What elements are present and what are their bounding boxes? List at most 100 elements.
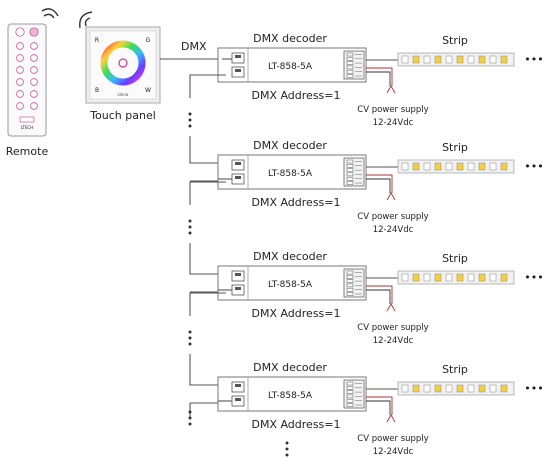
dmx-chain-line	[189, 243, 226, 275]
decoder-address: DMX Address=1	[251, 418, 340, 431]
led-chip	[467, 384, 475, 393]
led-chip	[434, 273, 442, 282]
terminal-screw	[346, 52, 354, 57]
power-wire-end	[386, 192, 396, 201]
rj45-pin-icon	[235, 398, 241, 401]
touch-panel: R G B W LTECH Touch panel	[79, 11, 161, 122]
led-chip	[434, 55, 442, 64]
remote-button	[16, 42, 24, 50]
led-chip	[456, 273, 464, 282]
led-chip	[412, 384, 420, 393]
continuation-dot	[188, 422, 192, 426]
touch-panel-corner-b: B	[95, 87, 99, 94]
touch-panel-corner-g: G	[146, 37, 151, 44]
terminal-screw	[346, 398, 354, 403]
power-supply-voltage: 12-24Vdc	[373, 447, 414, 457]
led-chip	[500, 55, 508, 64]
terminal-screw	[346, 74, 354, 78]
power-wire	[366, 396, 393, 415]
led-chip	[478, 162, 486, 171]
strip-continuation: •••	[524, 382, 543, 395]
dmx-chain-line	[189, 292, 226, 316]
decoder-title: DMX decoder	[253, 250, 327, 263]
power-icon	[118, 58, 128, 68]
wireless-signal-icon	[79, 11, 93, 29]
decoder-model: LT-858-5A	[268, 169, 313, 179]
terminal-screw	[346, 164, 354, 168]
power-supply-voltage: 12-24Vdc	[373, 225, 414, 235]
led-chip	[434, 384, 442, 393]
led-chip	[445, 162, 453, 171]
power-wire-end	[386, 303, 396, 312]
strip-label: Strip	[442, 363, 468, 376]
continuation-dot	[188, 112, 192, 116]
led-chip	[489, 273, 497, 282]
terminal-screw	[346, 390, 354, 394]
remote-button	[30, 90, 38, 98]
led-chip	[401, 384, 409, 393]
dmx-chain-line	[189, 74, 226, 98]
decoder-address: DMX Address=1	[251, 196, 340, 209]
strip-label: Strip	[442, 141, 468, 154]
strip-continuation: •••	[524, 271, 543, 284]
power-wire	[366, 289, 391, 304]
remote: LTECH Remote	[6, 8, 59, 158]
terminal-screw	[346, 394, 354, 399]
remote-button	[16, 102, 24, 110]
dmx-chain-line	[189, 354, 226, 386]
led-chip	[456, 55, 464, 64]
power-supply-voltage: 12-24Vdc	[373, 336, 414, 346]
decoder-title: DMX decoder	[253, 139, 327, 152]
led-chip	[423, 384, 431, 393]
remote-button	[16, 90, 24, 98]
rj45-pin-icon	[235, 273, 241, 276]
continuation-dot	[188, 124, 192, 128]
remote-button	[16, 54, 24, 62]
touch-panel-corner-r: R	[95, 37, 99, 44]
remote-button	[16, 78, 24, 86]
decoder-address: DMX Address=1	[251, 307, 340, 320]
decoder-model: LT-858-5A	[268, 62, 313, 72]
led-chip	[401, 273, 409, 282]
chain-continuation	[285, 441, 289, 457]
touch-panel-corner-w: W	[145, 87, 151, 94]
remote-button	[19, 116, 35, 123]
led-chip	[456, 384, 464, 393]
power-supply-label: CV power supply	[357, 212, 428, 222]
color-wheel	[100, 40, 146, 86]
led-chip	[412, 273, 420, 282]
terminal-screw	[346, 168, 354, 172]
continuation-dot	[188, 410, 192, 414]
continuation-dot	[188, 225, 192, 229]
strip-continuation: •••	[524, 53, 543, 66]
terminal-screw	[346, 287, 354, 292]
touch-panel-brand: LTECH	[118, 93, 129, 97]
continuation-dot	[188, 118, 192, 122]
terminal-screw	[346, 381, 354, 386]
power-supply-label: CV power supply	[357, 434, 428, 444]
remote-button	[30, 42, 38, 50]
power-supply-label: CV power supply	[357, 323, 428, 333]
terminal-screw	[346, 172, 354, 177]
led-chip	[445, 55, 453, 64]
led-chip	[412, 162, 420, 171]
remote-label: Remote	[6, 145, 49, 158]
led-chip	[500, 384, 508, 393]
rj45-pin-icon	[235, 176, 241, 179]
led-chip	[467, 55, 475, 64]
led-chip	[489, 384, 497, 393]
led-chip	[445, 384, 453, 393]
power-wire-end	[386, 414, 396, 423]
led-chip	[478, 384, 486, 393]
remote-brand: LTECH	[21, 125, 33, 130]
terminal-screw	[346, 275, 354, 279]
continuation-dot	[188, 336, 192, 340]
led-chip	[423, 162, 431, 171]
terminal-screw	[346, 159, 354, 164]
led-chip	[467, 162, 475, 171]
led-chip	[456, 162, 464, 171]
